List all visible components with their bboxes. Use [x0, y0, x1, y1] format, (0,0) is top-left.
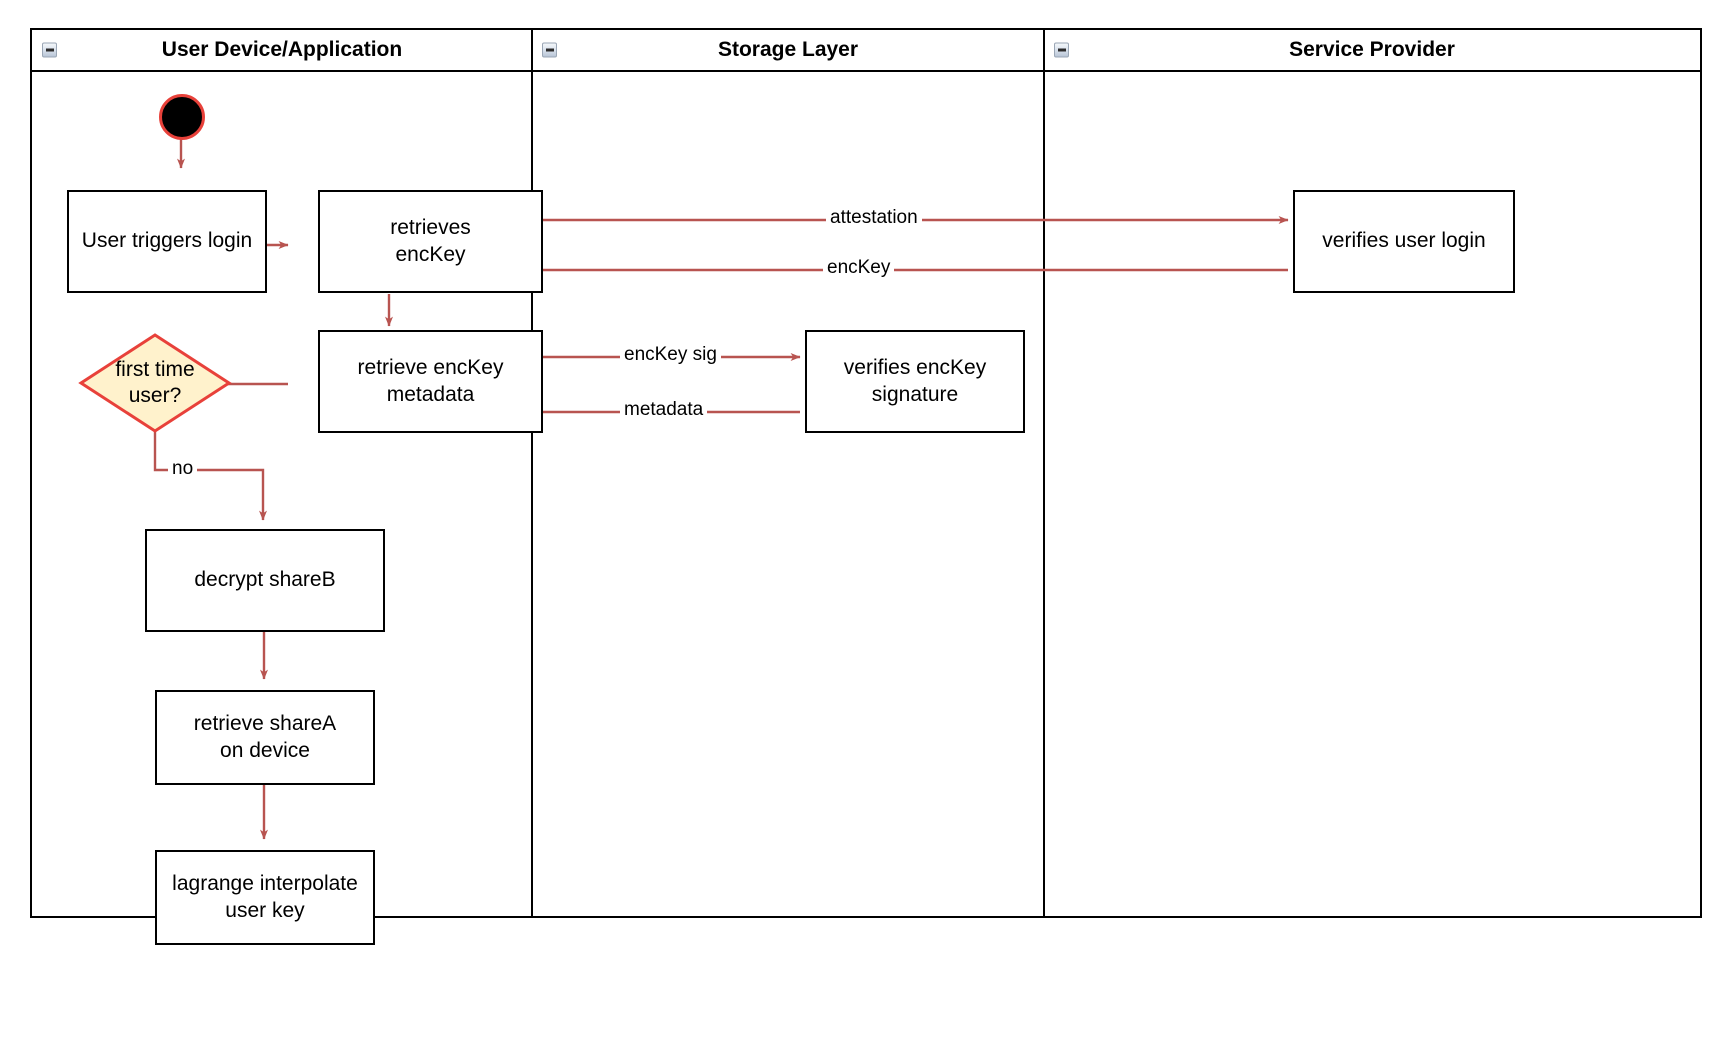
- diamond-shape: [78, 333, 232, 433]
- node-verifies-enckey-signature[interactable]: verifies encKey signature: [805, 330, 1025, 433]
- edge-label-metadata: metadata: [620, 399, 708, 421]
- lane-header-service-provider[interactable]: Service Provider: [1044, 30, 1700, 72]
- node-decrypt-shareb[interactable]: decrypt shareB: [145, 529, 385, 632]
- minus-icon[interactable]: [542, 42, 557, 58]
- edge-label-enckey: encKey: [823, 257, 895, 279]
- node-lagrange-interpolate-user-key[interactable]: lagrange interpolate user key: [155, 850, 375, 945]
- minus-icon[interactable]: [1054, 42, 1069, 58]
- node-retrieve-enckey-metadata[interactable]: retrieve encKey metadata: [318, 330, 543, 433]
- node-verifies-user-login[interactable]: verifies user login: [1293, 190, 1515, 293]
- node-retrieves-enckey[interactable]: retrieves encKey: [318, 190, 543, 293]
- start-node: [159, 94, 205, 140]
- minus-icon[interactable]: [42, 42, 57, 58]
- node-user-triggers-login[interactable]: User triggers login: [67, 190, 267, 293]
- lane-divider-2: [1043, 30, 1045, 916]
- lane-title-service-provider: Service Provider: [1289, 38, 1455, 61]
- lane-divider-1: [531, 30, 533, 916]
- node-first-time-user-label: first time user?: [115, 357, 195, 407]
- lane-header-storage-layer[interactable]: Storage Layer: [532, 30, 1044, 72]
- lane-title-storage-layer: Storage Layer: [717, 38, 859, 61]
- edge-label-enckey-sig: encKey sig: [620, 344, 721, 366]
- node-retrieve-sharea-on-device[interactable]: retrieve shareA on device: [155, 690, 375, 785]
- lane-header-user-device[interactable]: User Device/Application: [32, 30, 532, 72]
- node-first-time-user[interactable]: first time user?: [78, 333, 232, 433]
- edge-label-no: no: [168, 458, 198, 480]
- edge-label-attestation: attestation: [826, 207, 922, 229]
- lane-title-user-device: User Device/Application: [161, 38, 403, 61]
